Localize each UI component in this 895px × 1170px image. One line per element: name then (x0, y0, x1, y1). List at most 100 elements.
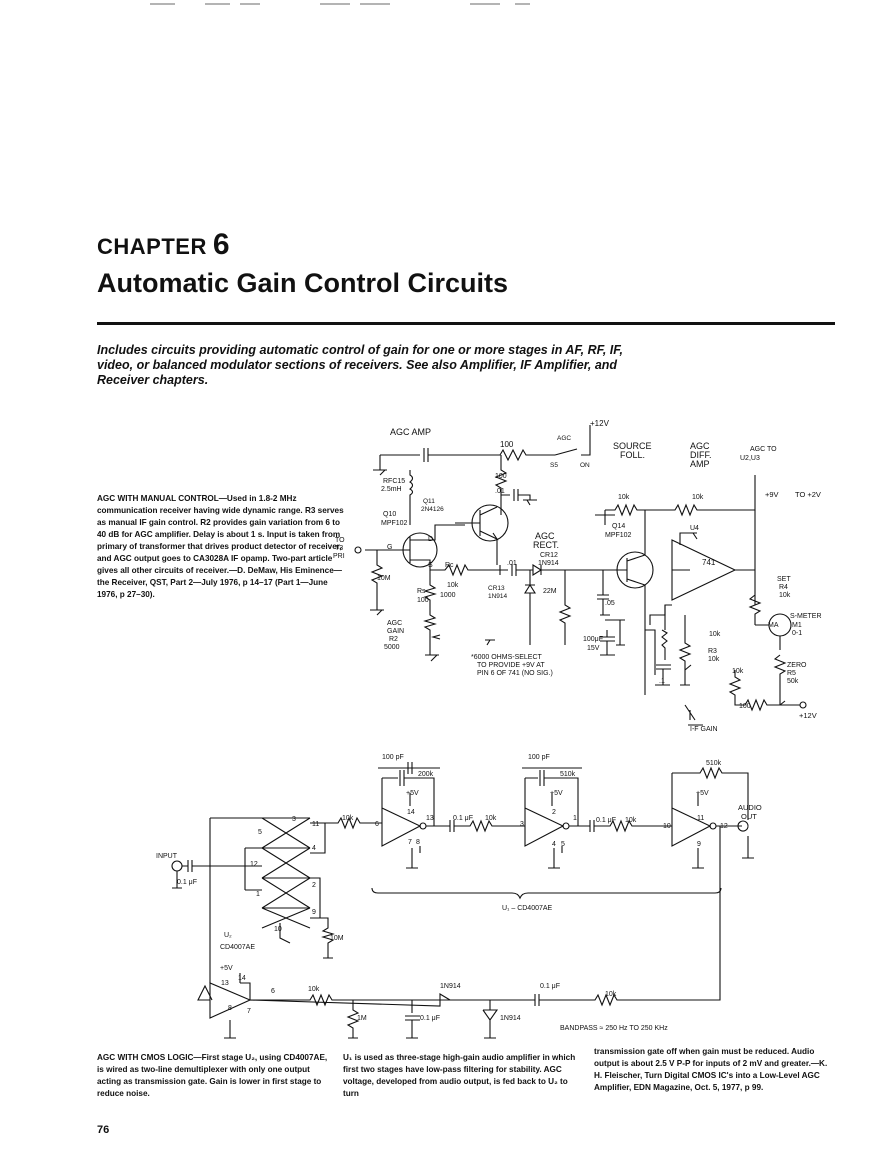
label: 1N914 (440, 983, 461, 990)
label: S-METER (790, 613, 822, 620)
label: 3 (520, 821, 524, 828)
label: Q11 (423, 498, 435, 505)
label: ZERO (787, 662, 807, 669)
label: AGC (535, 531, 555, 541)
intro-paragraph: Includes circuits providing automatic co… (97, 343, 623, 387)
label: CR13 (488, 585, 505, 592)
label: 11 (312, 821, 319, 828)
label: 0.1 μF (540, 983, 560, 990)
label: I-F GAIN (690, 726, 718, 733)
label: U₂ (224, 932, 232, 939)
label: 22M (543, 588, 557, 595)
label: PRI (333, 553, 345, 560)
label: 10k (342, 815, 354, 822)
label: R5 (787, 670, 796, 677)
label: S5 (550, 462, 558, 469)
label: .01 (507, 560, 517, 567)
label: 13 (221, 980, 229, 987)
label: M1 (792, 622, 802, 629)
label: MPF102 (381, 520, 408, 527)
label: MPF102 (605, 532, 632, 539)
label: 6 (271, 988, 275, 995)
label: 10k (308, 986, 320, 993)
chapter-word: CHAPTER (97, 234, 207, 259)
label: 1N914 (538, 560, 559, 567)
label: 1 (573, 815, 577, 822)
label: 5000 (384, 644, 400, 651)
label: 1 (256, 891, 260, 898)
label: 7 (247, 1008, 251, 1015)
label: Rs (417, 588, 426, 595)
label: +12V (799, 711, 817, 720)
label: 15V (587, 645, 600, 652)
label: 100μF (583, 636, 603, 643)
label: 0.1 μF (177, 879, 197, 886)
label: U2,U3 (740, 455, 760, 462)
title-rule (97, 322, 835, 325)
label: ON (580, 462, 590, 469)
caption-agc-cmos-cont-2: transmission gate off when gain must be … (594, 1047, 828, 1092)
label: .1 (659, 678, 665, 685)
schematic-agc-cmos: 100 pF 200k 100 pF 510k 510k +5V +5V +5V… (156, 754, 762, 1039)
label: 14 (407, 809, 415, 816)
label: TO PROVIDE +9V AT (477, 662, 545, 669)
label: 2.5mH (381, 486, 402, 493)
label: 5 (258, 829, 262, 836)
label: 10k (708, 656, 720, 663)
label: 7 (408, 839, 412, 846)
label: U4 (690, 525, 699, 532)
label: R4 (779, 584, 788, 591)
label: 741 (702, 558, 716, 567)
label: 100 (495, 473, 507, 480)
label: 10k (779, 592, 791, 599)
chapter-number: 6 (212, 228, 231, 261)
label: R2 (389, 636, 398, 643)
label: 10k (732, 668, 744, 675)
label: MA (768, 622, 779, 629)
label: +12V (590, 419, 610, 428)
label: 200k (418, 771, 434, 778)
label: 0.1 μF (453, 815, 473, 822)
label: 100 (417, 597, 429, 604)
label: GAIN (387, 628, 404, 635)
label: 1N914 (500, 1015, 521, 1022)
caption-agc-manual-control: AGC WITH MANUAL CONTROL—Used in 1.8-2 MH… (97, 494, 344, 599)
label: 2N4126 (421, 506, 444, 513)
chapter-title: Automatic Gain Control Circuits (97, 268, 509, 298)
label: 10k (709, 631, 721, 638)
label: +5V (220, 965, 233, 972)
label: 1M (357, 1015, 367, 1022)
label: AUDIO (738, 803, 762, 812)
label: INPUT (156, 853, 178, 860)
label: 100 pF (382, 754, 404, 761)
label: 0.1 μF (420, 1015, 440, 1022)
label: AMP (690, 459, 710, 469)
label: R3 (708, 648, 717, 655)
label: .01 (495, 488, 505, 495)
label: +5V (696, 790, 709, 797)
label: 1N914 (488, 593, 508, 600)
label: 13 (426, 815, 434, 822)
label: 4 (312, 845, 316, 852)
label: 12 (250, 861, 258, 868)
label: 510k (560, 771, 576, 778)
label: 100 pF (528, 754, 550, 761)
label: T3 (335, 545, 343, 552)
label: 100 (500, 440, 514, 449)
label: BANDPASS ≈ 250 Hz TO 250 KHz (560, 1025, 668, 1032)
label: 0.1 μF (596, 817, 616, 824)
label: 11 (697, 815, 704, 822)
scan-edge-marks (150, 3, 530, 5)
label: +5V (406, 790, 419, 797)
label: 14 (238, 975, 246, 982)
label: .05 (605, 600, 615, 607)
label: 10k (447, 582, 459, 589)
label: OUT (741, 812, 757, 821)
page-number: 76 (97, 1124, 110, 1136)
label: U₁ – CD4007AE (502, 905, 553, 912)
label: 10M (377, 575, 391, 582)
label: Q10 (383, 511, 396, 518)
label: SOURCE (613, 441, 652, 451)
label: AGC AMP (390, 427, 431, 437)
